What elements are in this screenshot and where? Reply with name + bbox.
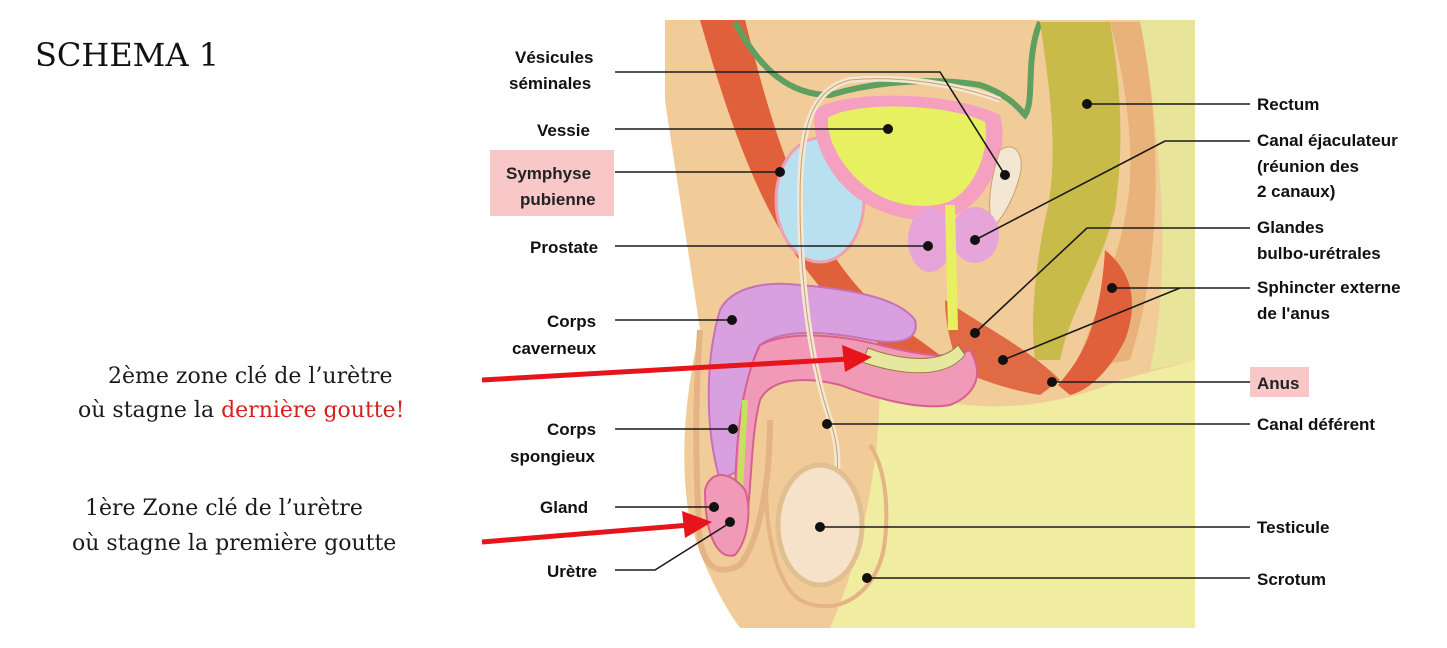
marker-sphincter — [1107, 283, 1117, 293]
label-symphyse-line2: pubienne — [520, 190, 596, 209]
marker-glandes — [970, 328, 980, 338]
arrow-zone2-head — [842, 345, 872, 372]
page-title: SCHEMA 1 — [35, 36, 219, 74]
marker-prostate — [923, 241, 933, 251]
highlight-anus — [1250, 367, 1309, 397]
marker-anus — [1047, 377, 1057, 387]
label-testicule: Testicule — [1257, 518, 1329, 537]
abdominal-muscle — [700, 20, 945, 380]
marker-spongieux — [728, 424, 738, 434]
label-canal-ejac-line2: (réunion des — [1257, 157, 1359, 176]
marker-perineal — [998, 355, 1008, 365]
rectum-shape — [1033, 22, 1121, 360]
arrow-zone1-shaft — [481, 522, 691, 545]
label-canal-ejac-line3: 2 canaux) — [1257, 182, 1335, 201]
leader-uretre — [615, 523, 729, 571]
label-symphyse-line1: Symphyse — [506, 164, 591, 183]
marker-rectum — [1082, 99, 1092, 109]
prostatic-urethra — [945, 205, 958, 330]
prostate-left — [908, 208, 952, 272]
penis-skin — [693, 329, 773, 573]
leader-glandes — [974, 227, 1250, 334]
leader-canal-ejac — [974, 140, 1250, 241]
thigh-area — [830, 360, 1195, 628]
anatomy-illustration — [665, 20, 1195, 628]
arrow-zone1-head — [682, 511, 712, 538]
rectum-wall — [1075, 22, 1156, 370]
label-anus: Anus — [1257, 374, 1300, 393]
label-uretre: Urètre — [547, 562, 597, 581]
annotation-zone2-prefix: où stagne la — [78, 398, 221, 423]
marker-vesicules — [1000, 170, 1010, 180]
annotation-zone2-line1: 2ème zone clé de l’urètre — [108, 364, 393, 389]
highlight-symphyse — [490, 150, 614, 216]
label-caverneux-line1: Corps — [547, 312, 596, 331]
label-canal-deferent: Canal déférent — [1257, 415, 1375, 434]
scrotum-outline — [764, 443, 889, 609]
label-caverneux-line2: caverneux — [512, 339, 597, 358]
label-glandes-line1: Glandes — [1257, 218, 1324, 237]
leader-sphincter-branch — [1002, 287, 1181, 361]
annotation-zone2-emphasis: dernière goutte! — [221, 398, 404, 423]
marker-symphyse — [775, 167, 785, 177]
label-scrotum: Scrotum — [1257, 570, 1326, 589]
annotation-zone1-line2: où stagne la première goutte — [72, 531, 396, 556]
label-vessie: Vessie — [537, 121, 590, 140]
label-prostate: Prostate — [530, 238, 598, 257]
label-vesicules-line2: séminales — [509, 74, 591, 93]
back-wall — [1140, 20, 1195, 370]
annotation-zone2-line2: où stagne la dernière goutte! — [78, 398, 405, 423]
marker-gland — [709, 502, 719, 512]
arrow-zone2-shaft — [481, 356, 849, 383]
annotation-zone1-line1: 1ère Zone clé de l’urètre — [85, 496, 363, 521]
marker-canal-ejac — [970, 235, 980, 245]
corpus-cavernosum — [707, 282, 917, 482]
label-sphincter-line2: de l'anus — [1257, 304, 1330, 323]
marker-canal-deferent — [822, 419, 832, 429]
marker-uretre — [725, 517, 735, 527]
penile-urethra — [861, 344, 966, 374]
marker-vessie — [883, 124, 893, 134]
label-vesicules-line1: Vésicules — [515, 48, 593, 67]
peritoneum-line — [732, 20, 1043, 120]
left-labels: Vésicules séminales Vessie Symphyse pubi… — [490, 48, 1010, 581]
annotations: 2ème zone clé de l’urètre où stagne la d… — [72, 345, 872, 556]
right-labels: Rectum Canal éjaculateur (réunion des 2 … — [815, 95, 1401, 589]
label-sphincter-line1: Sphincter externe — [1257, 278, 1401, 297]
glans — [703, 474, 750, 557]
label-glandes-line2: bulbo-urétrales — [1257, 244, 1381, 263]
bladder — [827, 106, 986, 206]
label-gland: Gland — [540, 498, 588, 517]
label-rectum: Rectum — [1257, 95, 1319, 114]
vas-deferens-outline — [799, 78, 1001, 501]
marker-caverneux — [727, 315, 737, 325]
marker-testicule — [815, 522, 825, 532]
label-spongieux-line2: spongieux — [510, 447, 596, 466]
seminal-vesicles — [989, 146, 1022, 226]
marker-scrotum — [862, 573, 872, 583]
label-spongieux-line1: Corps — [547, 420, 596, 439]
label-canal-ejac-line1: Canal éjaculateur — [1257, 131, 1398, 150]
leader-vesicules — [615, 71, 1006, 176]
